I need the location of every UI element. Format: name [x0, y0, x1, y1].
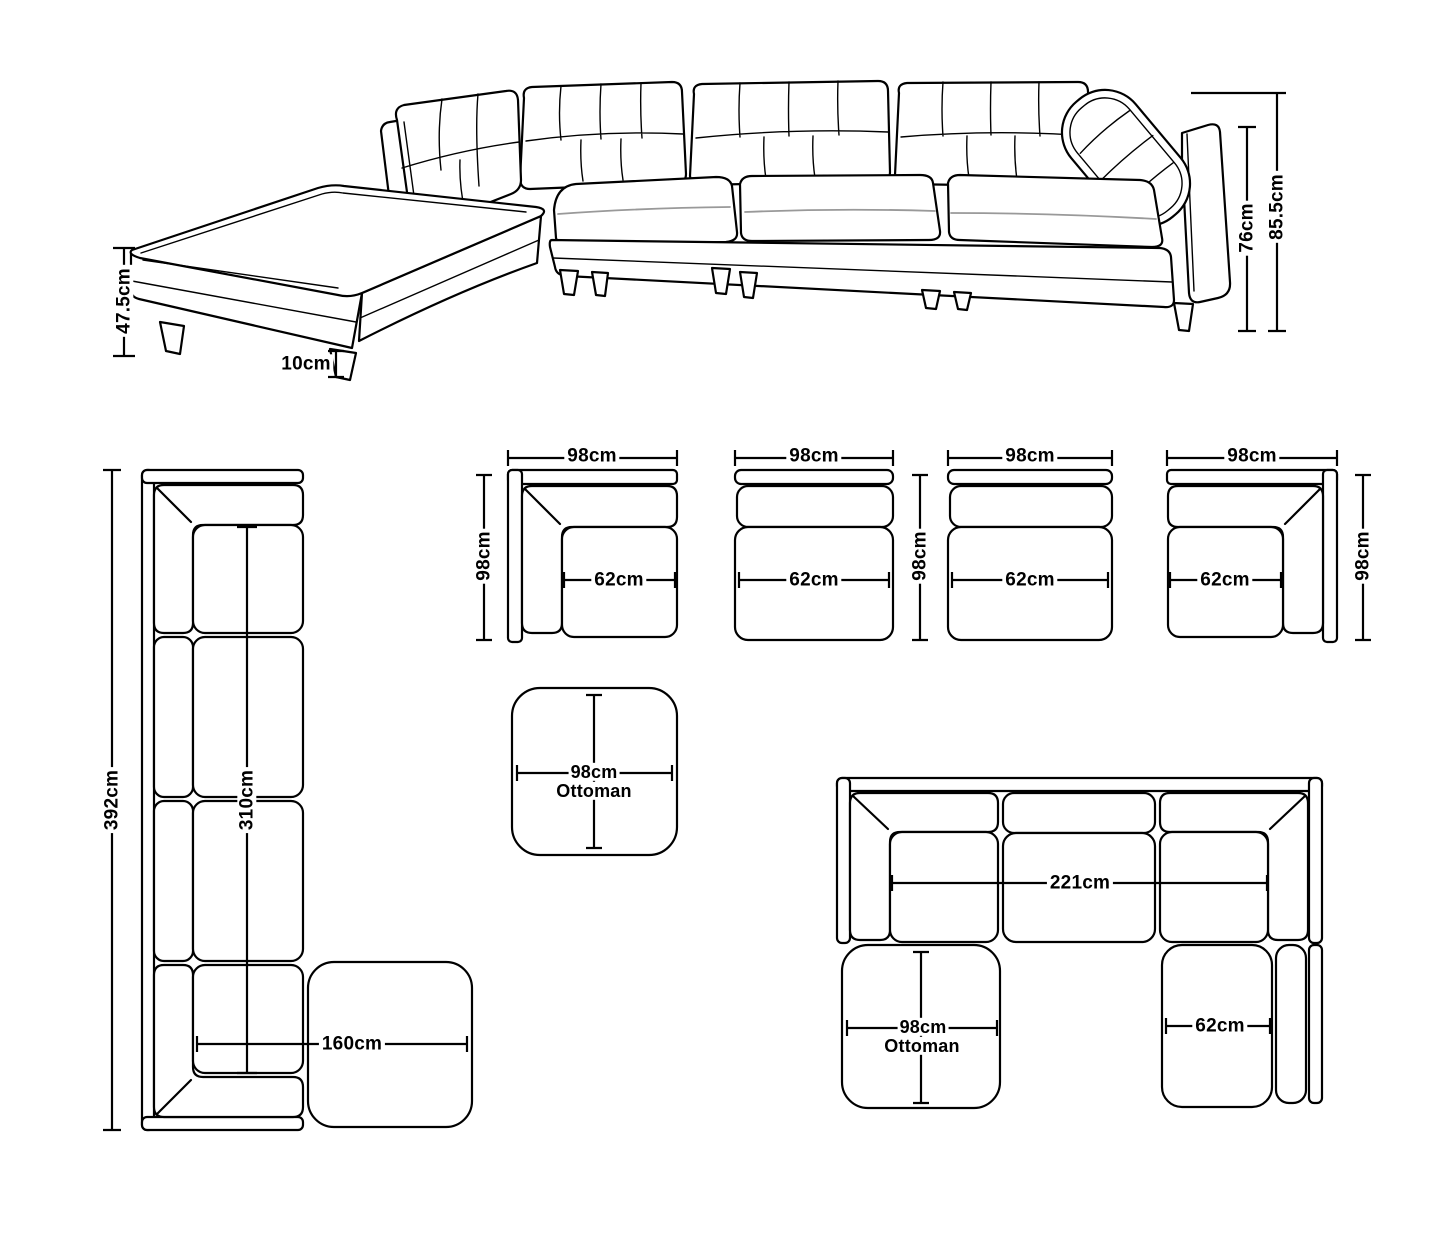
chaise-top: [129, 184, 546, 298]
dim-label-mod2-width: 98cm: [786, 446, 842, 466]
module-plan-corner-right: [1165, 450, 1371, 644]
u-plan-arm-cushion: [1274, 943, 1308, 1105]
dim-label-overall-length: 392cm: [101, 766, 122, 834]
dim-label-mod4-depth: 98cm: [1352, 528, 1373, 584]
dim-label-u-ottoman-size: 98cm: [897, 1016, 949, 1037]
right-arm: [1180, 123, 1232, 304]
base-band: [548, 238, 1176, 309]
l-plan-top-rail: [140, 468, 305, 485]
perspective-view: [113, 79, 1286, 382]
seat-cushions: [552, 173, 1164, 249]
module-plan-armless-1: [733, 450, 895, 642]
dim-label-mod1-seat: 62cm: [591, 570, 647, 590]
dim-label-mod2-seat: 62cm: [786, 570, 842, 590]
dim-label-mod4-width: 98cm: [1224, 446, 1280, 466]
dim-label-seat-run: 221cm: [1046, 873, 1114, 893]
module-plan-corner-left: [476, 450, 679, 644]
u-ottoman-caption: Ottoman: [882, 1035, 962, 1056]
ottoman-caption: Ottoman: [554, 780, 634, 801]
u-plan-view: [835, 776, 1324, 1110]
dim-label-mod3-width: 98cm: [1002, 446, 1058, 466]
dim-label-chaise-length: 160cm: [318, 1034, 386, 1054]
dim-label-mod3-seat: 62cm: [1002, 570, 1058, 590]
module-plan-armless-2: [946, 450, 1114, 642]
dim-label-seat-height: 47.5cm: [113, 265, 134, 337]
dim-label-leg-height: 10cm: [278, 354, 334, 374]
l-plan-view: [103, 468, 474, 1132]
dim-label-mod1-width: 98cm: [564, 446, 620, 466]
back-cushion-2: [688, 79, 892, 187]
dim-label-mod4-seat: 62cm: [1197, 570, 1253, 590]
back-cushion-1: [518, 80, 688, 191]
dim-label-mod1-depth: 98cm: [473, 528, 494, 584]
l-plan-back-rail: [140, 468, 156, 1132]
dim-label-mod3-depth: 98cm: [909, 528, 930, 584]
sofa-legs: [558, 266, 1195, 333]
dim-label-inner-length: 310cm: [236, 766, 257, 834]
l-plan-bottom-rail: [140, 1115, 305, 1132]
dim-line-leg-height: [328, 349, 344, 379]
dim-label-overall-height: 85.5cm: [1266, 171, 1287, 243]
dim-label-back-height: 76cm: [1236, 200, 1257, 256]
dim-label-ottoman-size: 98cm: [568, 761, 620, 782]
dim-label-u-chaise-seat: 62cm: [1192, 1016, 1248, 1036]
